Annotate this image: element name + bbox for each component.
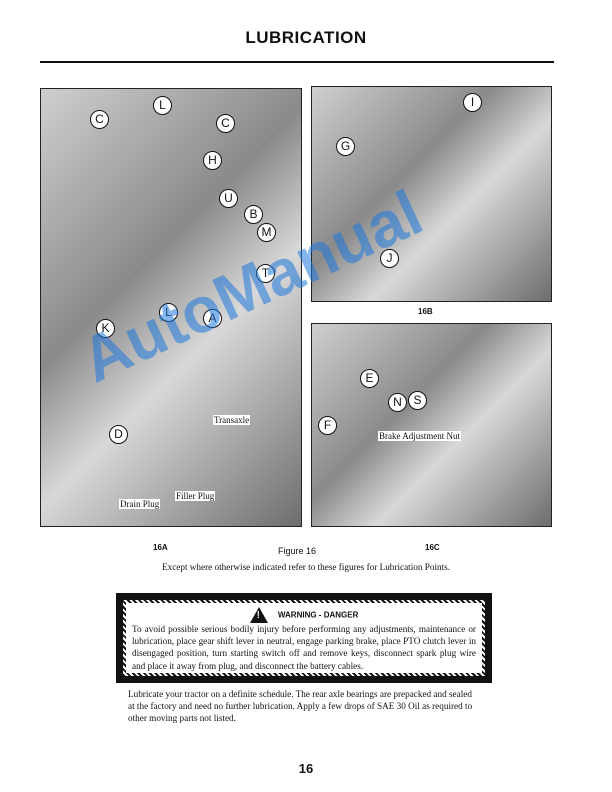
callout: B: [244, 205, 263, 224]
figure-16a-label: 16A: [153, 543, 168, 552]
callout: I: [463, 93, 482, 112]
transaxle-label: Transaxle: [213, 415, 251, 425]
body-paragraph: Lubricate your tractor on a definite sch…: [128, 689, 473, 723]
warning-text: To avoid possible serious bodily injury …: [132, 624, 476, 671]
page-number: 16: [298, 761, 314, 776]
figure-16a-tractor-underside: C L C H U B M T K L A D Transaxle Drain …: [40, 88, 302, 527]
figure-caption: Figure 16: [278, 546, 317, 556]
callout: U: [219, 189, 238, 208]
callout: D: [109, 425, 128, 444]
callout: E: [360, 369, 379, 388]
callout: H: [203, 151, 222, 170]
figure-16c-brake-assembly: E N S F Brake Adjustment Nut: [311, 323, 552, 527]
callout: N: [388, 393, 407, 412]
callout: F: [318, 416, 337, 435]
callout: G: [336, 137, 355, 156]
exclamation-triangle-icon: !: [249, 606, 268, 623]
figure-16c-label: 16C: [425, 543, 440, 552]
callout: C: [90, 110, 109, 129]
warning-box: ! WARNING - DANGER To avoid possible ser…: [116, 593, 492, 683]
callout: T: [256, 264, 275, 283]
title-divider: [40, 61, 554, 63]
callout: K: [96, 319, 115, 338]
warning-heading: WARNING - DANGER: [277, 610, 359, 620]
page-title: LUBRICATION: [245, 28, 367, 47]
filler-plug-label: Filler Plug: [175, 491, 216, 501]
callout: S: [408, 391, 427, 410]
callout: A: [203, 309, 222, 328]
callout: C: [216, 114, 235, 133]
figure-16b-label: 16B: [418, 307, 433, 316]
callout: L: [159, 303, 178, 322]
figure-note: Except where otherwise indicated refer t…: [161, 562, 451, 572]
callout: J: [380, 249, 399, 268]
figure-16b-gear-housing: I G J: [311, 86, 552, 302]
callout: L: [153, 96, 172, 115]
callout: M: [257, 223, 276, 242]
brake-adjustment-nut-label: Brake Adjustment Nut: [378, 431, 461, 441]
drain-plug-label: Drain Plug: [119, 499, 161, 509]
